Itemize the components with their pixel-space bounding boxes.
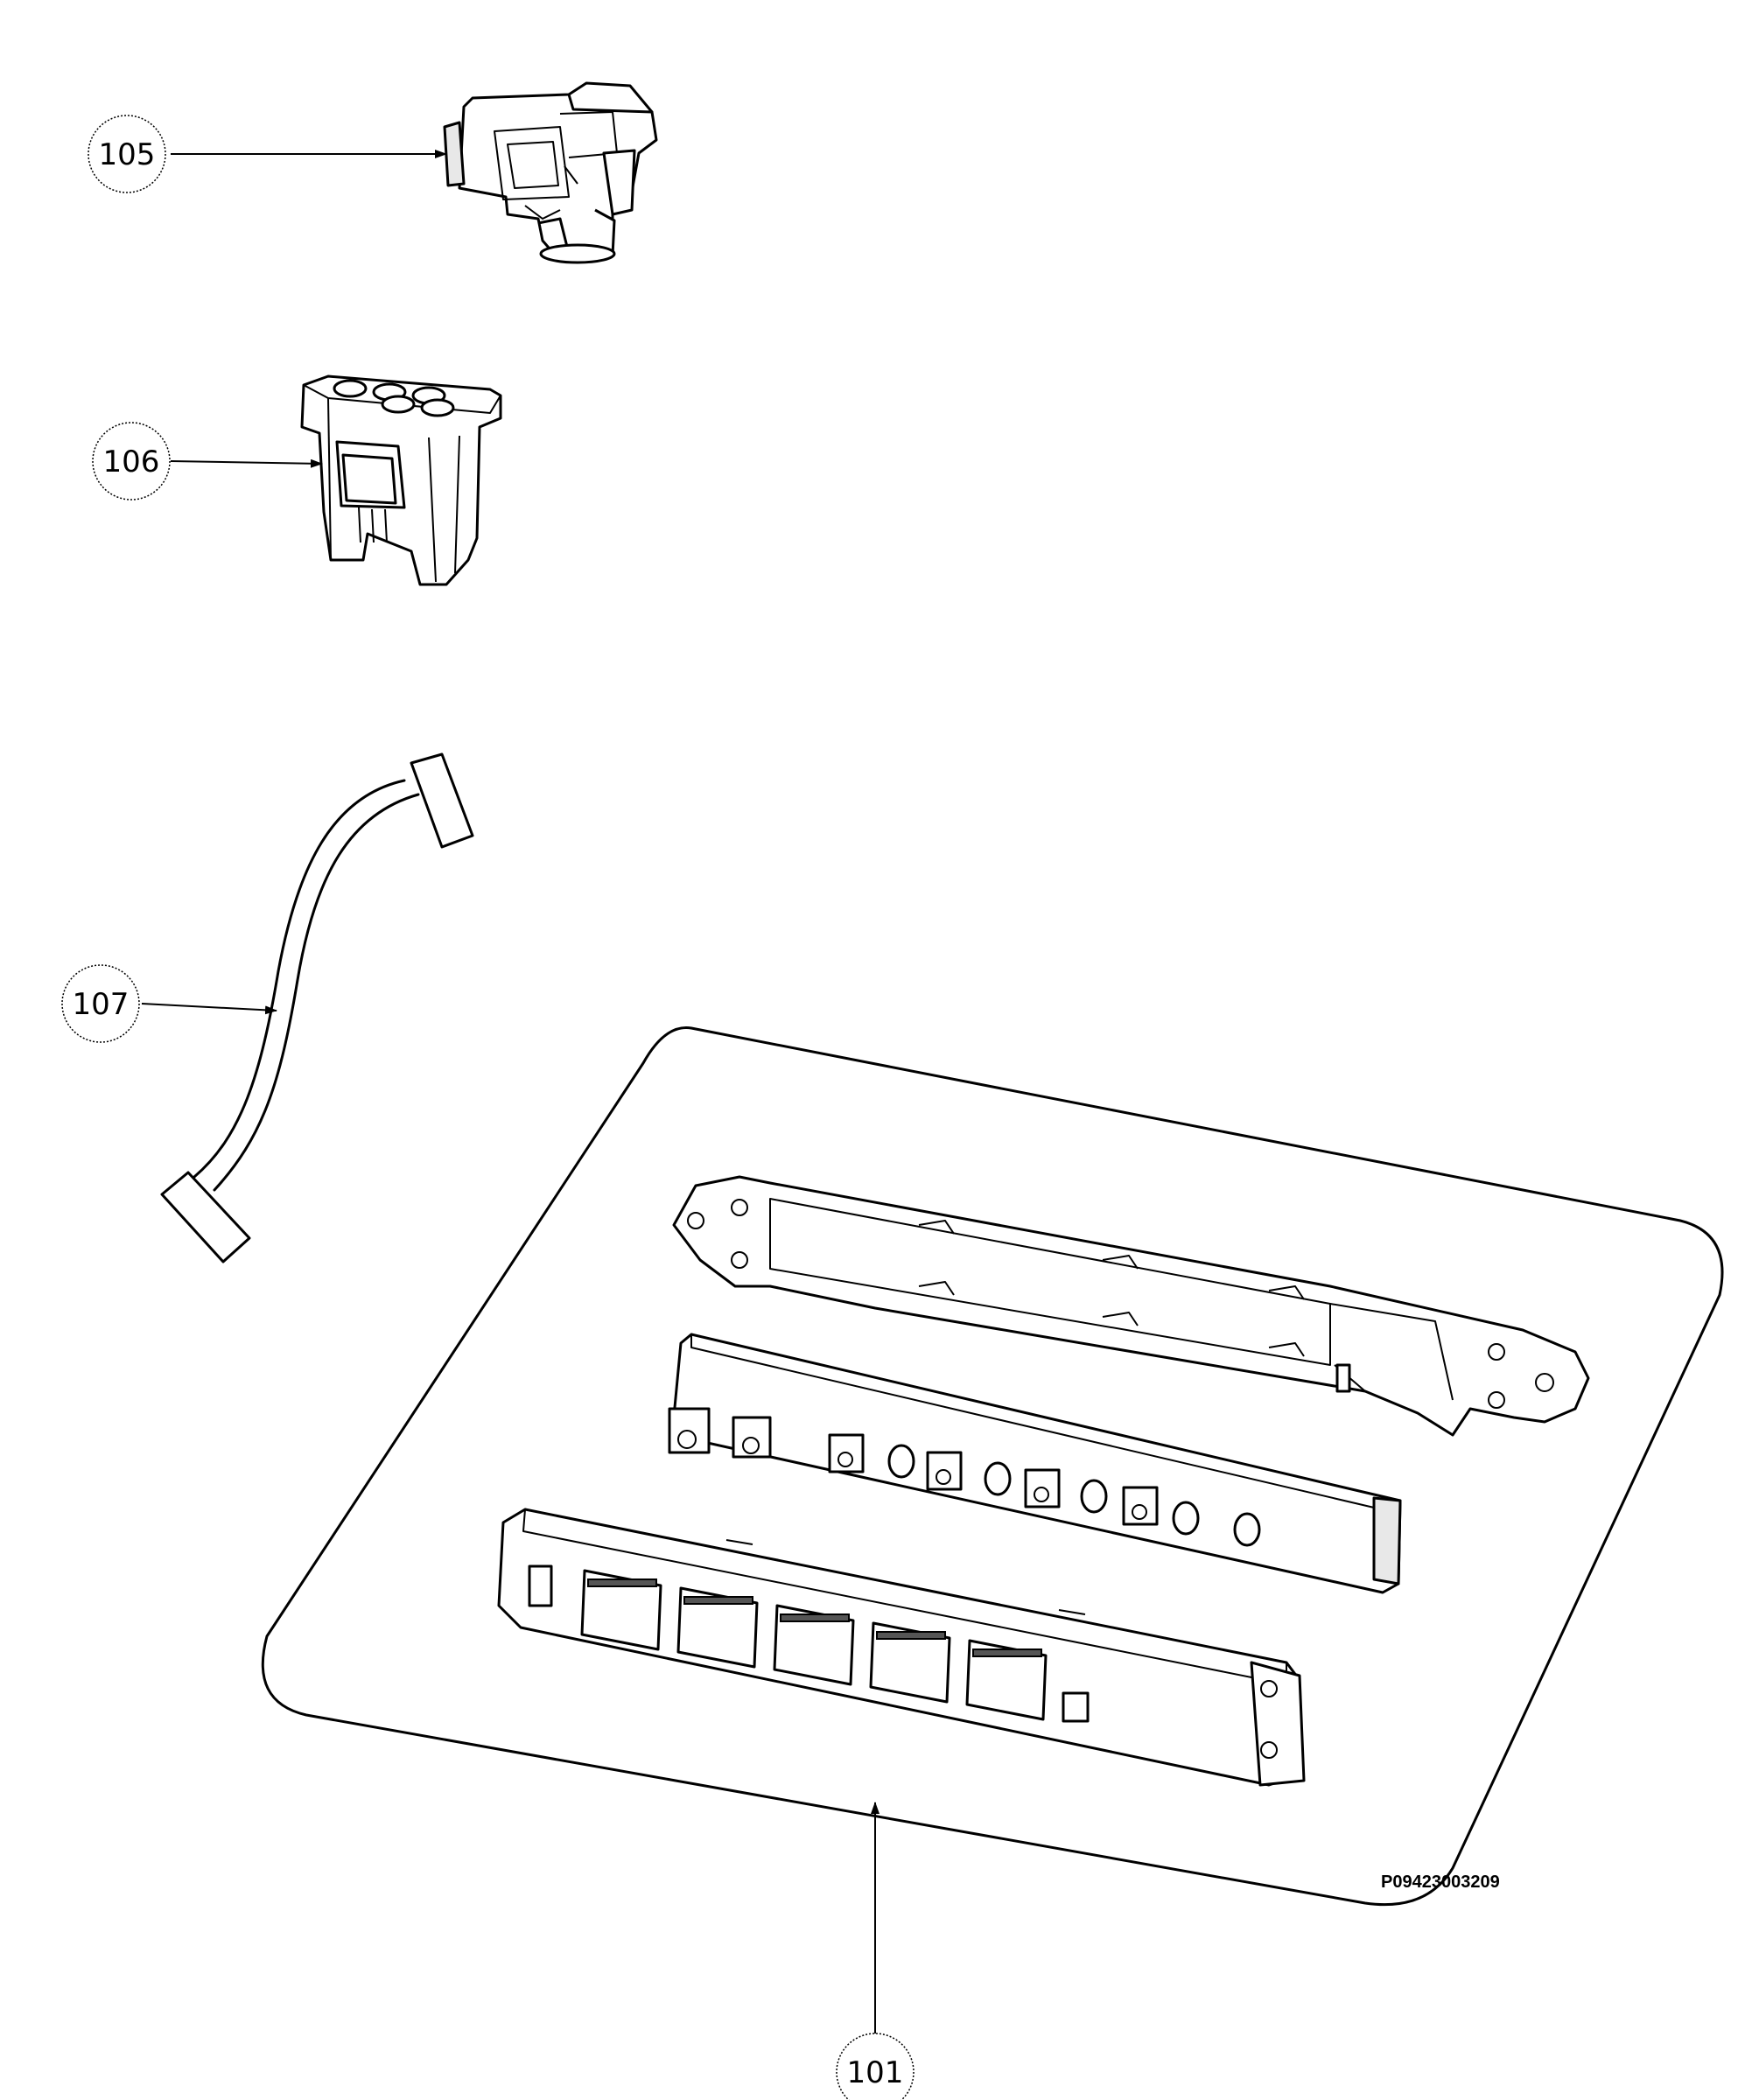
- callout-label-106: 106: [103, 444, 160, 480]
- leader-106: [170, 458, 323, 468]
- circuit-board: [668, 1333, 1402, 1594]
- fascia-button-2: [676, 1586, 759, 1669]
- callout-101[interactable]: 101: [836, 2033, 915, 2100]
- callout-107[interactable]: 107: [61, 964, 140, 1043]
- fascia-button-1: [580, 1569, 662, 1651]
- part-106-plug-connector[interactable]: [300, 374, 502, 586]
- leader-107: [141, 1003, 277, 1015]
- callout-106[interactable]: 106: [92, 422, 171, 500]
- callout-105[interactable]: 105: [88, 115, 166, 193]
- part-105-connector-housing[interactable]: [443, 81, 658, 264]
- panel-frame: [672, 1175, 1590, 1437]
- leader-lines: [141, 150, 880, 2034]
- fascia-button-4: [869, 1621, 951, 1704]
- fascia-button-3: [773, 1604, 855, 1686]
- fascia-button-5: [965, 1639, 1048, 1721]
- front-fascia: [497, 1508, 1306, 1787]
- part-101-control-panel-assembly[interactable]: [261, 1026, 1724, 1907]
- part-107-cable-harness[interactable]: [160, 752, 474, 1264]
- callout-label-101: 101: [847, 2055, 904, 2090]
- callout-label-105: 105: [99, 137, 156, 172]
- callout-label-107: 107: [73, 987, 130, 1022]
- assembly-outline: [261, 1026, 1724, 1907]
- reference-code: P09423003209: [1381, 1872, 1500, 1892]
